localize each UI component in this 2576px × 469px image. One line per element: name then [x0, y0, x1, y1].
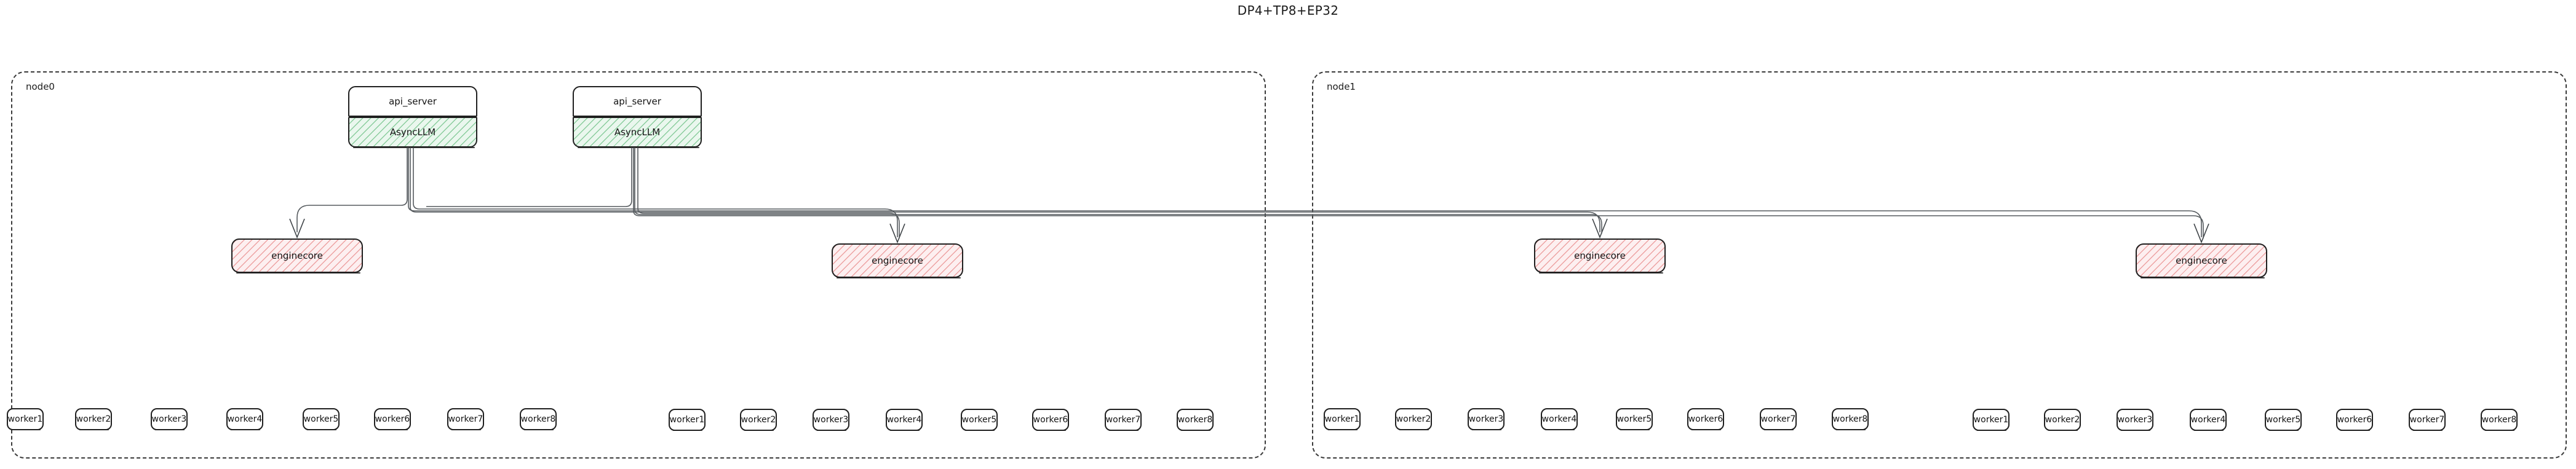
page-title: DP4+TP8+EP32	[1237, 3, 1339, 18]
node0-g1-worker-6-label: worker6	[375, 414, 410, 424]
node1-g1-worker-6[interactable]: worker6	[1687, 408, 1724, 430]
node0-enginecore-2-label: enginecore	[872, 255, 923, 266]
node1-g2-worker-4-label: worker4	[2190, 415, 2226, 425]
node1-g1-worker-6-label: worker6	[1688, 414, 1723, 424]
node1-g1-worker-5-label: worker5	[1616, 414, 1652, 424]
node1-g1-worker-5[interactable]: worker5	[1616, 408, 1653, 430]
node0-g1-worker-1[interactable]: worker1	[7, 408, 44, 430]
node0-g1-worker-5[interactable]: worker5	[303, 408, 340, 430]
node1-g1-worker-8-label: worker8	[1832, 414, 1868, 424]
node0-g1-worker-5-label: worker5	[303, 414, 339, 424]
node1-enginecore-1[interactable]: enginecore	[1534, 238, 1666, 274]
node1-g2-worker-5-label: worker5	[2265, 415, 2301, 425]
node0-g2-worker-7-label: worker7	[1105, 415, 1141, 425]
cluster-node1-label: node1	[1327, 81, 1356, 92]
node1-g1-worker-2-label: worker2	[1396, 414, 1431, 424]
node1-g1-worker-7[interactable]: worker7	[1760, 408, 1797, 430]
node0-g2-worker-4[interactable]: worker4	[886, 409, 923, 431]
node1-enginecore-2-label: enginecore	[2176, 255, 2227, 266]
node0-g2-worker-5[interactable]: worker5	[961, 409, 998, 431]
node0-g1-worker-2-label: worker2	[76, 414, 111, 424]
node1-g2-worker-3[interactable]: worker3	[2117, 409, 2153, 431]
node1-g1-worker-8[interactable]: worker8	[1832, 408, 1869, 430]
node0-g2-worker-8-label: worker8	[1177, 415, 1213, 425]
node0-asyncllm-2[interactable]: AsyncLLM	[573, 117, 702, 148]
node1-g1-worker-4-label: worker4	[1541, 414, 1577, 424]
node0-g1-worker-3-label: worker3	[151, 414, 187, 424]
cluster-node0-label: node0	[26, 81, 55, 92]
node0-g1-worker-2[interactable]: worker2	[75, 408, 112, 430]
node1-g1-worker-7-label: worker7	[1760, 414, 1796, 424]
node1-g1-worker-4[interactable]: worker4	[1541, 408, 1578, 430]
node1-g2-worker-1[interactable]: worker1	[1973, 409, 2010, 431]
node0-g2-worker-2-label: worker2	[741, 415, 776, 425]
node0-g1-worker-7[interactable]: worker7	[447, 408, 484, 430]
node0-g1-worker-8-label: worker8	[520, 414, 556, 424]
node0-g1-worker-7-label: worker7	[448, 414, 483, 424]
node0-g1-worker-3[interactable]: worker3	[151, 408, 188, 430]
node1-g2-worker-5[interactable]: worker5	[2265, 409, 2302, 431]
node0-api-server-2[interactable]: api_server	[573, 86, 702, 117]
node1-g2-worker-6[interactable]: worker6	[2336, 409, 2373, 431]
node0-g2-worker-6-label: worker6	[1033, 415, 1068, 425]
node0-asyncllm-1-label: AsyncLLM	[389, 127, 436, 138]
node1-g2-worker-3-label: worker3	[2117, 415, 2153, 425]
node1-g2-worker-6-label: worker6	[2337, 415, 2372, 425]
node0-asyncllm-2-label: AsyncLLM	[614, 127, 661, 138]
node0-enginecore-1-label: enginecore	[271, 250, 323, 261]
node1-g2-worker-7-label: worker7	[2409, 415, 2445, 425]
node0-g2-worker-1-label: worker1	[669, 415, 705, 425]
node0-asyncllm-1[interactable]: AsyncLLM	[348, 117, 477, 148]
node1-g2-worker-4[interactable]: worker4	[2190, 409, 2227, 431]
node0-enginecore-2[interactable]: enginecore	[832, 243, 963, 278]
node0-api-server-1[interactable]: api_server	[348, 86, 477, 117]
node0-g2-worker-4-label: worker4	[886, 415, 922, 425]
node0-g2-worker-3[interactable]: worker3	[813, 409, 849, 431]
node1-g1-worker-3-label: worker3	[1468, 414, 1504, 424]
node1-g2-worker-7[interactable]: worker7	[2409, 409, 2446, 431]
cluster-node0: node0	[11, 71, 1266, 459]
cluster-node1: node1	[1312, 71, 2567, 459]
node1-enginecore-2[interactable]: enginecore	[2136, 243, 2267, 278]
node0-g2-worker-5-label: worker5	[961, 415, 997, 425]
node1-g1-worker-1-label: worker1	[1324, 414, 1360, 424]
node0-g2-worker-3-label: worker3	[813, 415, 849, 425]
node1-g1-worker-1[interactable]: worker1	[1324, 408, 1361, 430]
node1-g2-worker-8[interactable]: worker8	[2481, 409, 2518, 431]
node1-g2-worker-1-label: worker1	[1973, 415, 2009, 425]
node0-g2-worker-6[interactable]: worker6	[1032, 409, 1069, 431]
node0-g2-worker-2[interactable]: worker2	[740, 409, 777, 431]
node0-api-server-2-label: api_server	[613, 96, 661, 107]
node1-enginecore-1-label: enginecore	[1574, 250, 1626, 261]
node0-g2-worker-1[interactable]: worker1	[669, 409, 706, 431]
node1-g1-worker-2[interactable]: worker2	[1395, 408, 1432, 430]
node1-g1-worker-3[interactable]: worker3	[1468, 408, 1505, 430]
node0-g1-worker-4[interactable]: worker4	[226, 408, 263, 430]
node0-g1-worker-8[interactable]: worker8	[520, 408, 557, 430]
node0-g1-worker-4-label: worker4	[227, 414, 263, 424]
node0-g2-worker-7[interactable]: worker7	[1105, 409, 1142, 431]
node0-enginecore-1[interactable]: enginecore	[231, 238, 363, 274]
node0-g2-worker-8[interactable]: worker8	[1177, 409, 1214, 431]
node0-g1-worker-6[interactable]: worker6	[374, 408, 411, 430]
node0-g1-worker-1-label: worker1	[7, 414, 43, 424]
node1-g2-worker-8-label: worker8	[2481, 415, 2517, 425]
node1-g2-worker-2[interactable]: worker2	[2044, 409, 2081, 431]
node0-api-server-1-label: api_server	[389, 96, 437, 107]
node1-g2-worker-2-label: worker2	[2045, 415, 2080, 425]
